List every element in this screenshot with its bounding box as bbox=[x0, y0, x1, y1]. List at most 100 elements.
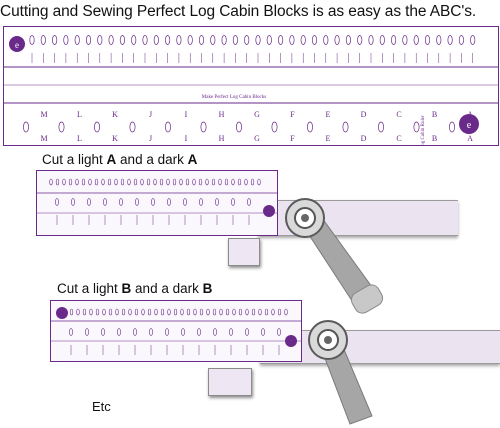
ruler-letter-bottom: M bbox=[40, 134, 47, 143]
ruler-seam-mark bbox=[160, 308, 165, 316]
ruler-seam-mark bbox=[368, 35, 374, 45]
ruler-seam-mark bbox=[232, 35, 238, 45]
ruler-seam-mark bbox=[29, 35, 35, 45]
ruler-seam-mark bbox=[470, 35, 476, 45]
ruler-letter-top: C bbox=[396, 110, 401, 119]
ruler-seam-mark bbox=[244, 35, 250, 45]
ruler-seam-mark bbox=[151, 198, 155, 206]
etc-label: Etc bbox=[92, 399, 111, 414]
ruler-seam-mark bbox=[334, 35, 340, 45]
ruler-seam-mark bbox=[153, 35, 159, 45]
ruler-seam-mark bbox=[108, 35, 114, 45]
ruler-seam-mark bbox=[278, 35, 284, 45]
ruler-seam-mark bbox=[221, 35, 227, 45]
ruler-seam-mark bbox=[102, 308, 106, 316]
logo-badge-left bbox=[9, 36, 25, 52]
ruler-seam-mark bbox=[147, 308, 152, 316]
ruler-seam-mark bbox=[247, 198, 251, 206]
ruler-seam-mark bbox=[257, 178, 261, 186]
log-cabin-ruler-large: e e Make Perfect Log Cabin Blocks Log Ca… bbox=[3, 26, 499, 146]
ruler-seam-mark bbox=[231, 198, 235, 206]
ruler-seam-mark bbox=[101, 178, 105, 186]
ruler-seam-mark bbox=[103, 198, 107, 206]
ruler-letter-top: L bbox=[77, 110, 82, 119]
ruler-seam-mark bbox=[127, 178, 131, 186]
ruler-seam-mark bbox=[198, 35, 205, 45]
ruler-seam-mark bbox=[255, 35, 261, 45]
ruler-seam-mark bbox=[212, 308, 217, 316]
ruler-seam-mark bbox=[225, 308, 230, 316]
ruler-seam-mark bbox=[69, 328, 73, 336]
ruler-seam-mark bbox=[87, 198, 91, 206]
ruler-letter-top: M bbox=[40, 110, 47, 119]
ruler-seam-mark bbox=[159, 178, 164, 186]
ruler-seam-mark bbox=[229, 328, 233, 336]
ruler-letter-top: J bbox=[149, 110, 152, 119]
ruler-seam-mark bbox=[311, 35, 318, 45]
ruler-seam-mark bbox=[149, 328, 153, 336]
ruler-seam-mark bbox=[232, 308, 236, 316]
rotary-cutter-b[interactable] bbox=[296, 318, 436, 428]
ruler-seam-mark bbox=[108, 308, 113, 316]
ruler-letter-top: G bbox=[254, 110, 260, 119]
ruler-seam-mark bbox=[199, 198, 203, 206]
ruler-seam-mark bbox=[192, 178, 196, 186]
ruler-seam-mark bbox=[97, 35, 103, 45]
ruler-letter-top: H bbox=[219, 110, 225, 119]
ruler-seam-mark bbox=[115, 308, 119, 316]
ruler-letter-bottom: H bbox=[219, 134, 225, 143]
ruler-seam-mark bbox=[245, 328, 249, 336]
ruler-seam-mark bbox=[167, 308, 171, 316]
ruler-seam-mark bbox=[55, 198, 59, 206]
ruler-seam-mark bbox=[213, 328, 217, 336]
ruler-seam-mark bbox=[69, 308, 74, 316]
ruler-seam-mark bbox=[271, 121, 278, 133]
ruler-seam-mark bbox=[165, 121, 171, 133]
ruler-strip-b[interactable] bbox=[50, 300, 302, 362]
ruler-seam-mark bbox=[40, 35, 46, 45]
ruler-seam-mark bbox=[357, 35, 363, 45]
rotary-cutter-a[interactable] bbox=[270, 180, 430, 320]
ruler-seam-mark bbox=[154, 308, 158, 316]
ruler-seam-mark bbox=[94, 178, 99, 186]
ruler-seam-mark bbox=[200, 121, 207, 133]
ruler-seam-mark bbox=[413, 35, 419, 45]
ruler-seam-mark bbox=[185, 178, 190, 186]
ruler-seam-mark bbox=[251, 308, 256, 316]
ruler-seam-mark bbox=[76, 308, 80, 316]
fabric-square-b bbox=[208, 368, 252, 396]
ruler-letter-bottom: K bbox=[112, 134, 118, 143]
ruler-seam-mark bbox=[23, 121, 29, 133]
ruler-letter-top: F bbox=[290, 110, 295, 119]
ruler-letter-bottom: G bbox=[254, 134, 260, 143]
ruler-strip-a-logo bbox=[263, 205, 275, 217]
ruler-seam-mark bbox=[165, 35, 171, 45]
ruler-seam-mark bbox=[166, 178, 170, 186]
ruler-seam-mark bbox=[119, 198, 123, 206]
ruler-seam-mark bbox=[153, 178, 157, 186]
ruler-seam-mark bbox=[266, 35, 272, 45]
ruler-seam-mark bbox=[146, 178, 151, 186]
ruler-seam-mark bbox=[238, 308, 243, 316]
ruler-letter-top: I bbox=[185, 110, 188, 119]
ruler-seam-mark bbox=[117, 328, 121, 336]
ruler-seam-mark bbox=[94, 121, 100, 133]
ruler-seam-mark bbox=[198, 178, 203, 186]
ruler-seam-mark bbox=[284, 308, 288, 316]
ruler-seam-mark bbox=[264, 308, 269, 316]
step-a-caption: Cut a light A and a dark A bbox=[42, 152, 197, 167]
ruler-seam-mark bbox=[219, 308, 223, 316]
ruler-seam-mark bbox=[181, 328, 185, 336]
ruler-strip-a-markings bbox=[37, 178, 277, 225]
step-a-caption-prefix: Cut a light bbox=[42, 152, 107, 167]
ruler-seam-mark bbox=[300, 35, 306, 45]
ruler-letter-top: K bbox=[112, 110, 118, 119]
ruler-seam-mark bbox=[71, 198, 75, 206]
ruler-letter-bottom: D bbox=[361, 134, 367, 143]
ruler-seam-mark bbox=[183, 198, 187, 206]
ruler-strip-a[interactable] bbox=[36, 170, 278, 236]
ruler-seam-mark bbox=[277, 328, 281, 336]
ruler-seam-mark bbox=[55, 178, 60, 186]
ruler-seam-mark bbox=[307, 121, 313, 133]
ruler-center-text: Make Perfect Log Cabin Blocks bbox=[202, 95, 266, 100]
